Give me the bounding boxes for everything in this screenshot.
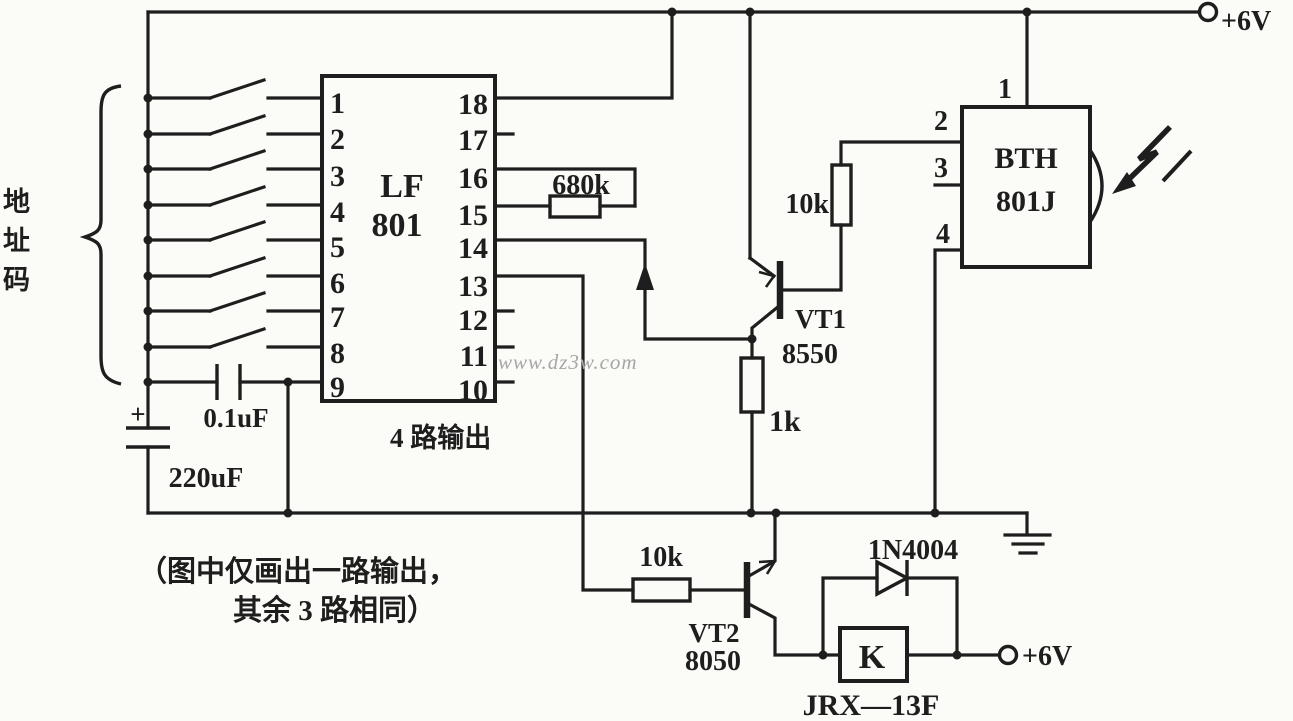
signal-direction-arrow [636,263,654,290]
ir-lens [1088,149,1104,223]
relay-part-label: JRX—13F [803,689,940,721]
vt2-emitter-arrow [758,559,777,575]
pin-label: 15 [458,199,488,232]
pin-label: 3 [330,160,345,193]
capacitor-220uf-polarity: + [130,399,145,429]
bth-name1: BTH [994,142,1057,175]
resistor-10k-vt1: 10k [785,140,964,227]
resistor-680k-label: 680k [552,170,610,201]
pin-label: 16 [458,162,488,195]
capacitor-220uf: + 220uF [126,399,243,494]
module-bth801j: BTH 801J 1 2 3 4 [933,10,1193,515]
address-code-caption: 地 址 码 [3,187,30,295]
pin-label: 1 [330,87,345,120]
address-char-2: 址 [3,226,30,256]
ground-rail [146,508,1029,518]
top-power-rail: +6V [146,1,1271,37]
bth-pin4-label: 4 [936,219,950,250]
ic-lf801-name1: LF [380,168,423,205]
pin-label: 4 [330,196,345,229]
ic-lf801: LF 801 1 2 3 4 5 6 7 8 9 18 17 16 15 14 … [320,74,515,407]
bth-pin3-label: 3 [934,153,948,184]
address-char-3: 码 [3,265,30,295]
vt1-collector [750,303,782,341]
vt1-part: 8550 [782,339,838,370]
vt1-name: VT1 [795,304,846,334]
capacitor-0p1uf-label: 0.1uF [203,403,268,433]
dip-switch-7 [143,290,324,316]
relay-symbol: K [859,639,886,676]
dip-switch-3 [143,148,324,174]
note-line-1: （图中仅画出一路输出， [138,554,457,588]
power-label-top: +6V [1221,6,1271,37]
pin-label: 18 [458,88,488,121]
dip-switch-2 [143,113,324,139]
pin-label: 10 [458,374,488,407]
pin-label: 13 [458,270,488,303]
note-line-2: 其余 3 路相同） [233,593,436,627]
flyback-diode-1n4004: 1N4004 [818,535,962,660]
four-way-output-note: 4 路输出 [390,422,491,453]
diode-triangle [875,559,911,597]
address-char-1: 地 [3,187,30,217]
vt1-emitter-arrow [758,270,776,288]
pin-label: 6 [330,267,345,300]
vt2-collector [746,601,842,657]
address-switch-bank [143,77,324,352]
ic-lf801-name2: 801 [372,207,423,244]
pin-label: 12 [458,304,488,337]
pin-label: 8 [330,337,345,370]
pin-label: 5 [330,231,345,264]
address-brace [79,84,122,386]
bth-pin2-label: 2 [934,106,948,137]
earth-ground-symbol [1003,511,1052,555]
capacitor-0p1uf: 0.1uF [143,364,324,515]
pin-label: 7 [330,301,345,334]
resistor-1k-label: 1k [769,405,801,438]
dip-switch-8 [143,326,324,352]
resistor-680k: 680k [493,167,637,219]
pin14-wire [493,238,754,341]
pin-label: 2 [330,123,345,156]
pin-label: 14 [458,232,488,265]
watermark: www.dz3w.com [498,350,638,374]
pin-label: 11 [460,340,488,373]
pin-label: 17 [458,124,488,157]
capacitor-220uf-label: 220uF [169,463,244,494]
relay-k: K +6V JRX—13F [803,626,1072,721]
transistor-vt1: VT1 8550 [747,10,846,370]
pin13-wire [493,274,635,592]
resistor-10k-vt1-label: 10k [785,189,829,220]
pin18-wire [493,10,674,100]
dip-switch-5 [143,219,324,245]
transistor-vt2: VT2 8050 [685,511,842,677]
dip-switch-6 [143,255,324,281]
resistor-1k: 1k [739,334,801,515]
diode-label: 1N4004 [868,535,958,566]
pin-label: 9 [330,371,345,404]
resistor-10k-vt2: 10k [631,542,746,603]
vt2-part: 8050 [685,646,741,677]
power-label-relay: +6V [1022,641,1072,672]
dip-switch-1 [143,77,324,103]
dip-switch-4 [143,184,324,210]
resistor-10k-vt2-label: 10k [639,542,683,573]
bth-pin4-wire [933,248,964,515]
vt1-base-wire [781,223,843,292]
power-terminal-top [1197,1,1219,23]
bth-name2: 801J [996,185,1056,218]
vt2-name: VT2 [688,618,739,648]
ir-beam-icon [1112,125,1193,194]
bth-pin1-label: 1 [998,74,1012,105]
power-terminal-relay [997,644,1019,666]
